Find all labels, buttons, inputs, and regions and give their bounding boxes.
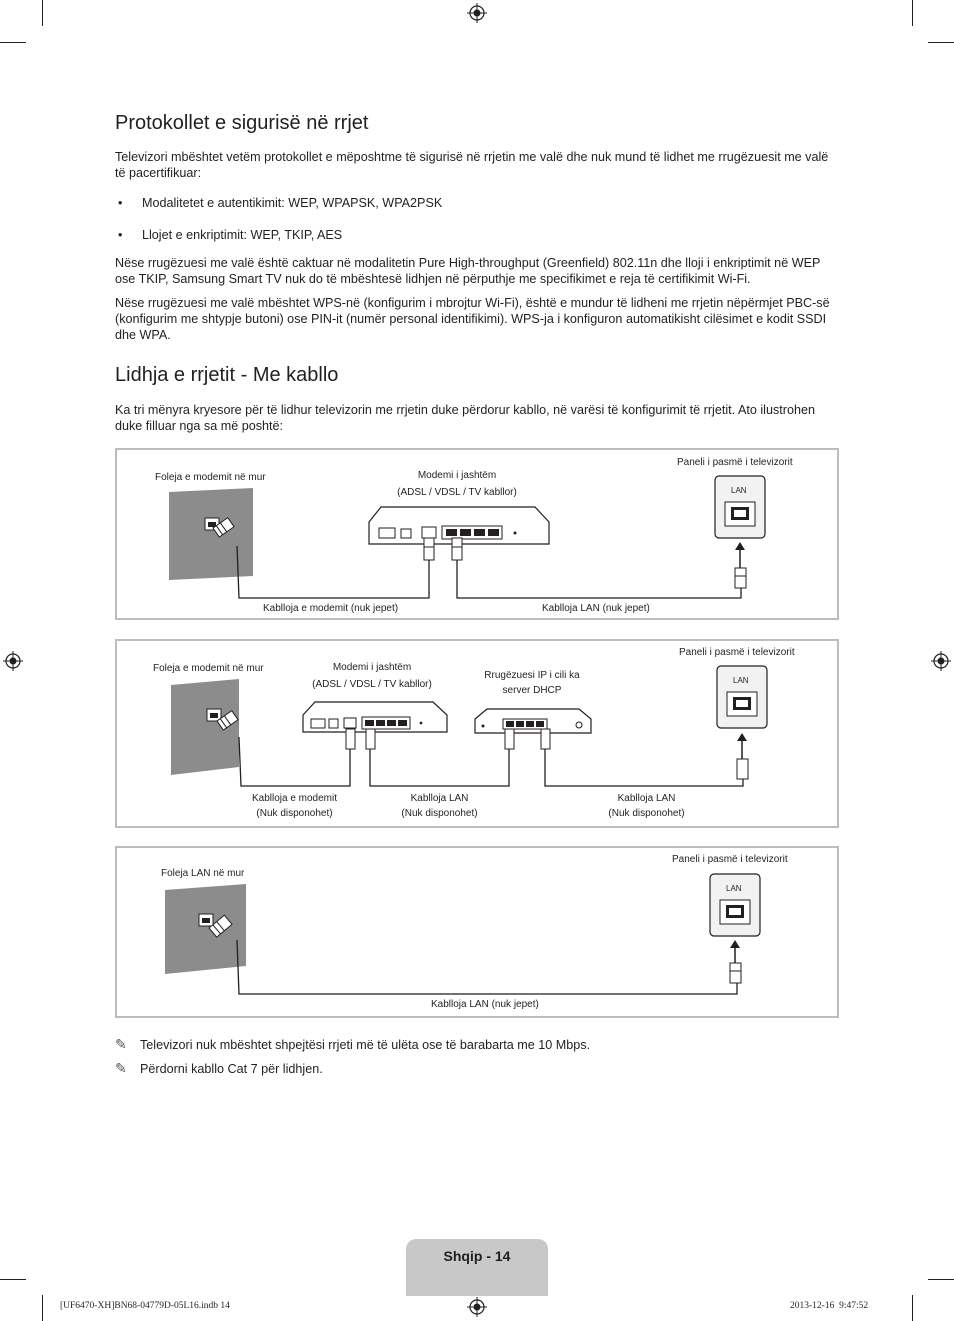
- diagram-modem-router-tv-drawing: [171, 665, 768, 787]
- lan-cable-label: Kablloja LAN (nuk jepet): [542, 603, 650, 614]
- registration-mark-icon: [3, 651, 23, 671]
- wall-socket-label: Foleja LAN në mur: [161, 868, 245, 879]
- lan-port-label: LAN: [731, 486, 747, 495]
- bullet-dot: •: [118, 196, 123, 210]
- modem-label-line1: Modemi i jashtëm: [417, 470, 497, 481]
- wall-socket-panel: [165, 884, 246, 974]
- lan-cable-plug: [504, 728, 515, 750]
- note-item: ✎ Televizori nuk mbështet shpejtësi rrje…: [115, 1036, 815, 1053]
- modem-label-line2: (ADSL / VDSL / TV kabllor): [312, 679, 432, 690]
- lan-port-label: LAN: [726, 884, 742, 893]
- router-label-line2: server DHCP: [502, 685, 562, 696]
- lan-cable-label: Kablloja LAN (Nuk disponohet): [382, 792, 497, 820]
- crop-mark: [42, 1295, 43, 1321]
- pencil-note-icon: ✎: [115, 1036, 127, 1052]
- modem-cable: [238, 736, 351, 787]
- lan-cable-label-line2: (Nuk disponohet): [608, 808, 685, 819]
- lan-cable-label-line1: Kablloja LAN: [617, 793, 676, 804]
- crop-mark: [928, 1279, 954, 1280]
- modem-cable-plug: [345, 728, 356, 750]
- lan-cable-plug: [734, 567, 747, 589]
- diagram-modem-router-tv: Foleja e modemit në mur Modemi i jashtëm…: [115, 639, 839, 828]
- registration-mark-icon: [467, 1297, 487, 1317]
- diagram-wall-lan-to-tv: Foleja LAN në mur Paneli i pasmë i telev…: [115, 846, 839, 1018]
- lan-cable: [369, 749, 510, 787]
- modem-plug: [212, 516, 235, 538]
- modem-label-line1: Modemi i jashtëm: [332, 662, 412, 673]
- tv-panel-label: Paneli i pasmë i televizorit: [679, 647, 795, 658]
- note-item: ✎ Përdorni kabllo Cat 7 për lidhjen.: [115, 1060, 815, 1077]
- bullet-text: Llojet e enkriptimit: WEP, TKIP, AES: [142, 228, 343, 242]
- tv-panel-label: Paneli i pasmë i televizorit: [672, 854, 788, 865]
- lan-cable-plug: [540, 728, 551, 750]
- diagram-modem-to-tv-drawing: [169, 475, 766, 599]
- lan-cable-plug: [729, 962, 742, 984]
- modem-label: Modemi i jashtëm (ADSL / VDSL / TV kabll…: [307, 661, 437, 691]
- lan-cable-plug: [736, 758, 749, 780]
- lan-cable-label: Kablloja LAN (Nuk disponohet): [589, 792, 704, 820]
- security-paragraph-greenfield: Nëse rrugëzuesi me valë është caktuar në…: [115, 256, 821, 286]
- lan-plug: [208, 914, 233, 938]
- diagram-modem-to-tv: Foleja e modemit në mur Modemi i jashtëm…: [115, 448, 839, 620]
- modem-plug: [216, 709, 239, 731]
- lan-cable-label-line2: (Nuk disponohet): [401, 808, 478, 819]
- modem-cable-label: Kablloja e modemit (nuk jepet): [263, 603, 399, 614]
- wall-socket-label: Foleja e modemit në mur: [155, 472, 266, 483]
- note-text: Përdorni kabllo Cat 7 për lidhjen.: [140, 1062, 323, 1076]
- note-text: Televizori nuk mbështet shpejtësi rrjeti…: [140, 1038, 591, 1052]
- registration-mark-icon: [467, 3, 487, 23]
- crop-mark: [912, 0, 913, 26]
- modem-label-line2: (ADSL / VDSL / TV kabllor): [397, 487, 517, 498]
- modem-cable-label: Kablloja e modemit (Nuk disponohet): [237, 792, 352, 820]
- lan-cable-label: Kablloja LAN (nuk jepet): [431, 999, 539, 1010]
- modem-label: Modemi i jashtëm (ADSL / VDSL / TV kabll…: [392, 469, 522, 499]
- router-label-line1: Rrugëzuesi IP i cili ka: [484, 670, 580, 681]
- crop-mark: [912, 1295, 913, 1321]
- registration-mark-icon: [931, 651, 951, 671]
- modem-cable-label-line2: (Nuk disponohet): [256, 808, 333, 819]
- lan-cable-plug: [451, 537, 463, 561]
- security-intro: Televizori mbështet vetëm protokollet e …: [115, 150, 829, 180]
- modem-cable: [236, 545, 430, 599]
- bullet-item: • Modalitetet e autentikimit: WEP, WPAPS…: [118, 195, 818, 211]
- diagram-wall-lan-to-tv-drawing: [165, 873, 761, 995]
- page-number-label: Shqip - 14: [443, 1248, 511, 1264]
- wall-socket-label: Foleja e modemit në mur: [153, 663, 264, 674]
- crop-mark: [0, 1279, 26, 1280]
- lan-cable: [456, 560, 742, 599]
- bullet-text: Modalitetet e autentikimit: WEP, WPAPSK,…: [142, 196, 443, 210]
- lan-port-label: LAN: [733, 676, 749, 685]
- wall-socket-panel: [169, 488, 253, 580]
- crop-mark: [928, 42, 954, 43]
- modem-cable-label-line1: Kablloja e modemit: [251, 793, 338, 804]
- bullet-dot: •: [118, 228, 123, 242]
- security-paragraph-wps: Nëse rrugëzuesi me valë mbështet WPS-në …: [115, 296, 830, 342]
- modem-cable-plug: [423, 537, 435, 561]
- section-title-security: Protokollet e sigurisë në rrjet: [115, 112, 369, 134]
- router-label: Rrugëzuesi IP i cili ka server DHCP: [467, 669, 597, 697]
- lan-cable: [544, 749, 744, 787]
- footer-file-info: [UF6470-XH]BN68-04779D-05L16.indb 14: [60, 1301, 230, 1311]
- section-title-wired: Lidhja e rrjetit - Me kabllo: [115, 364, 339, 386]
- tv-panel-label: Paneli i pasmë i televizorit: [677, 457, 793, 468]
- footer-timestamp: 2013-12-16 ︎ 9:47:52: [790, 1301, 869, 1311]
- pencil-note-icon: ✎: [115, 1060, 127, 1076]
- page-number-tab: Shqip - 14: [406, 1239, 548, 1296]
- lan-cable-label-line1: Kablloja LAN: [410, 793, 469, 804]
- bullet-item: • Llojet e enkriptimit: WEP, TKIP, AES: [118, 227, 818, 243]
- lan-cable: [236, 939, 738, 995]
- wall-socket-panel: [171, 679, 239, 775]
- crop-mark: [42, 0, 43, 26]
- crop-mark: [0, 42, 26, 43]
- wired-intro: Ka tri mënyra kryesore për të lidhur tel…: [115, 403, 815, 433]
- lan-cable-plug: [365, 728, 376, 750]
